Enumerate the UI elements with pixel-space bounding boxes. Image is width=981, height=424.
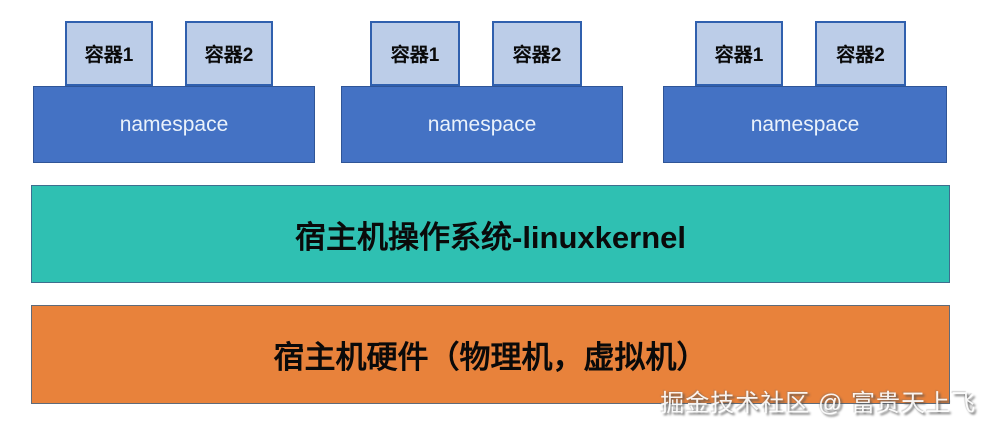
container-box-2-1: 容器1	[370, 21, 460, 86]
host-hardware-layer: 宿主机硬件（物理机，虚拟机）	[31, 305, 950, 404]
watermark: 掘金技术社区 @ 富贵天上飞	[660, 390, 976, 417]
namespace-bar-1: namespace	[33, 86, 315, 163]
container-box-1-2: 容器2	[185, 21, 273, 86]
container-box-1-1: 容器1	[65, 21, 153, 86]
namespace-bar-2: namespace	[341, 86, 623, 163]
namespace-bar-3: namespace	[663, 86, 947, 163]
container-box-2-2: 容器2	[492, 21, 582, 86]
container-box-3-2: 容器2	[815, 21, 906, 86]
host-os-layer: 宿主机操作系统-linuxkernel	[31, 185, 950, 283]
container-box-3-1: 容器1	[695, 21, 783, 86]
